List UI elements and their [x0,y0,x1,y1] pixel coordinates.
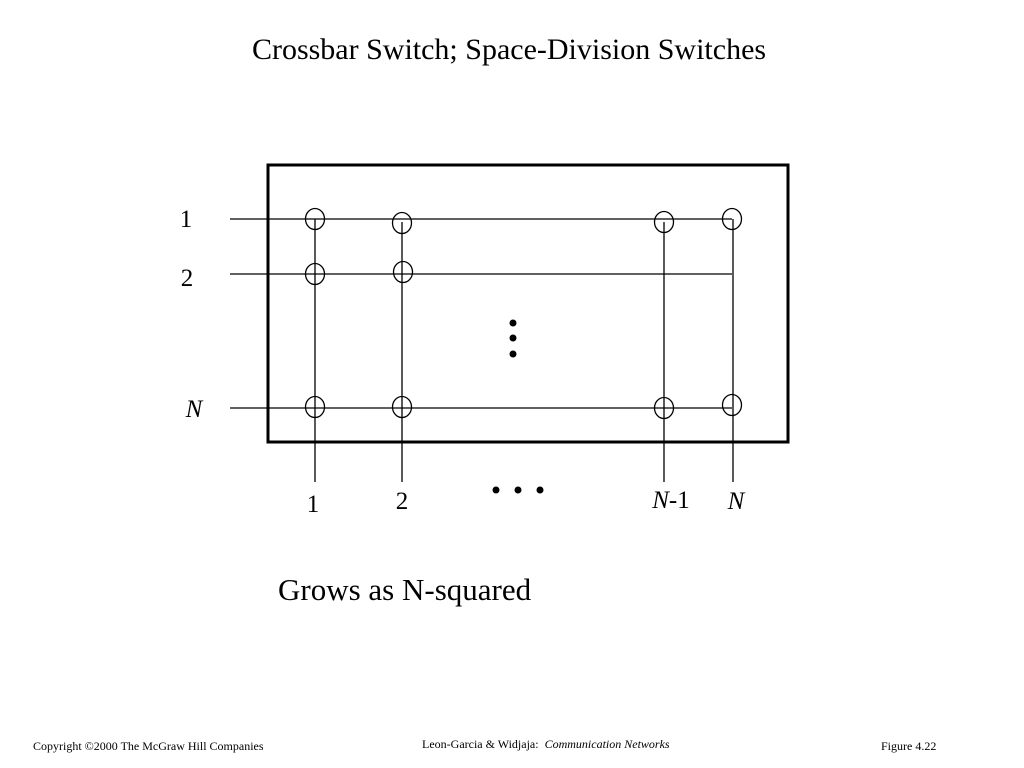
crosspoint-2-2 [392,260,414,284]
crosspoint-n-1 [304,395,326,419]
crosspoint-n-n [721,393,743,417]
crosspoint-1-1 [304,207,326,231]
crosspoint-1-n [721,207,743,231]
output-label-2: 2 [396,488,409,515]
caption: Grows as N-squared [278,572,532,607]
book-citation: Leon-Garcia & Widjaja: Communication Net… [422,736,670,752]
slide-title: Crossbar Switch; Space-Division Switches [251,33,767,66]
input-label-n: N [185,396,204,423]
book-title: Communication Networks [544,737,670,751]
switch-enclosure [266,163,790,444]
input-label-1: 1 [180,206,193,233]
crosspoint-1-n-minus-1 [653,210,675,234]
crosspoint-n-n-minus-1 [653,396,675,420]
output-label-n: N [727,488,746,515]
output-label-n-minus-1: N-1 [651,487,690,514]
horizontal-ellipsis [492,486,544,494]
copyright-notice: Copyright ©2000 The McGraw Hill Companie… [33,739,264,753]
crosspoint-2-1 [304,262,326,286]
output-label-1: 1 [307,491,320,518]
book-authors: Leon-Garcia & Widjaja: [422,737,539,751]
crosspoint-1-2 [391,211,413,235]
crosspoint-n-2 [391,395,413,419]
figure-number: Figure 4.22 [881,739,937,753]
vertical-ellipsis [509,319,517,358]
input-label-2: 2 [181,265,194,292]
